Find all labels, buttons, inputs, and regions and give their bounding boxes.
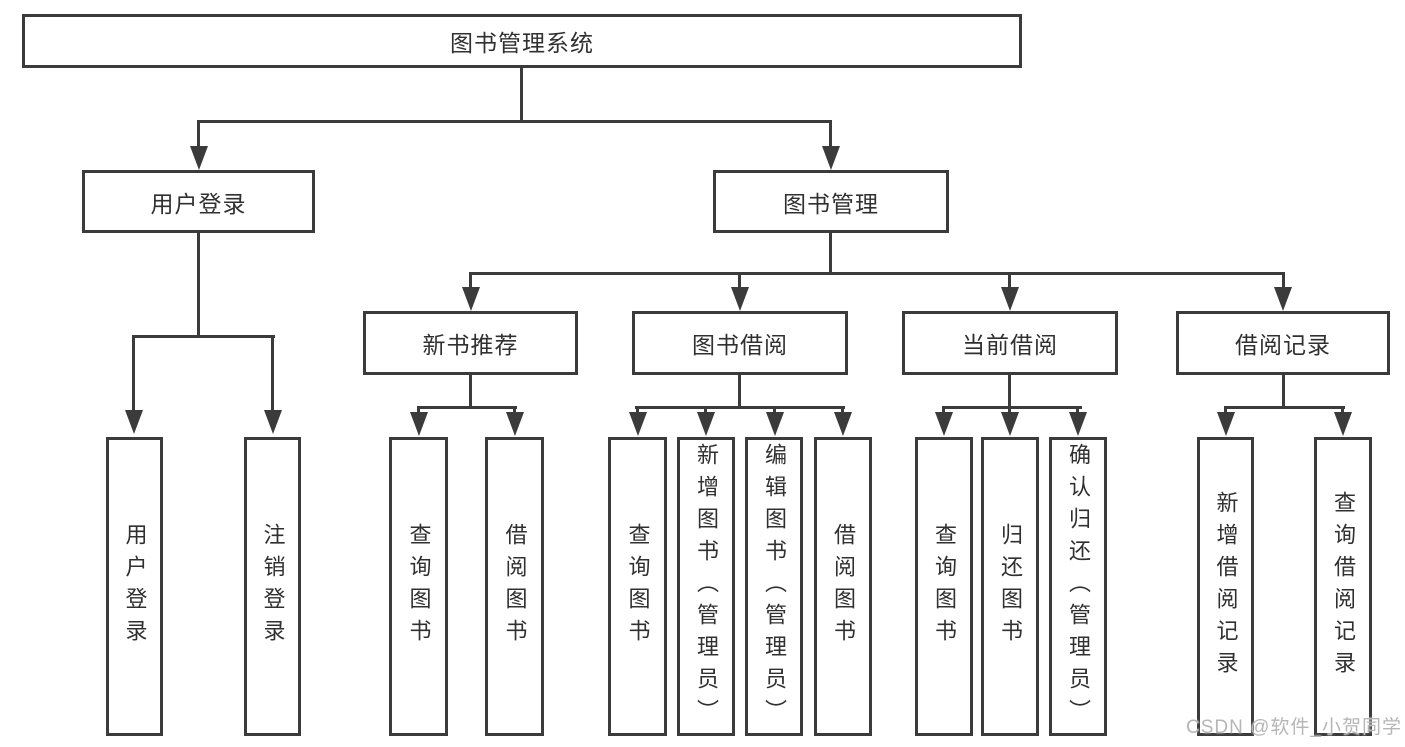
line xyxy=(197,120,832,123)
line xyxy=(520,68,523,123)
leaf-label: 确认归还（管理员） xyxy=(1066,442,1091,731)
leaf-edit-books-admin: 编辑图书（管理员） xyxy=(745,437,803,736)
node-book-management: 图书管理 xyxy=(713,170,949,233)
line xyxy=(942,406,1082,409)
node-library-management-system: 图书管理系统 xyxy=(22,14,1022,68)
node-label: 当前借阅 xyxy=(962,332,1058,358)
arrow-down-icon xyxy=(731,287,749,311)
arrow-down-icon xyxy=(1001,412,1019,436)
node-current-borrow: 当前借阅 xyxy=(902,311,1118,375)
leaf-return-books: 归还图书 xyxy=(981,437,1039,736)
leaf-label: 新增图书（管理员） xyxy=(694,442,719,731)
arrow-down-icon xyxy=(1217,412,1235,436)
line xyxy=(197,120,200,148)
leaf-label: 用户登录 xyxy=(122,522,148,651)
leaf-add-borrow-record: 新增借阅记录 xyxy=(1197,437,1254,736)
node-label: 新书推荐 xyxy=(422,332,519,358)
arrow-down-icon xyxy=(1274,287,1292,311)
leaf-query-books-borrow: 查询图书 xyxy=(608,437,667,736)
line xyxy=(829,233,832,275)
arrow-down-icon xyxy=(264,410,282,434)
line xyxy=(738,272,741,291)
line xyxy=(1341,406,1344,415)
line xyxy=(1008,375,1011,409)
arrow-down-icon xyxy=(462,287,480,311)
line xyxy=(271,335,274,413)
leaf-label: 查询借阅记录 xyxy=(1331,490,1356,683)
line xyxy=(1282,375,1285,409)
node-label: 图书管理系统 xyxy=(450,30,594,56)
line xyxy=(469,375,472,409)
leaf-label: 编辑图书（管理员） xyxy=(762,442,787,731)
leaf-query-borrow-record: 查询借阅记录 xyxy=(1314,437,1372,736)
node-borrow-records: 借阅记录 xyxy=(1176,311,1390,375)
leaf-label: 查询图书 xyxy=(932,522,957,651)
leaf-label: 归还图书 xyxy=(998,522,1023,651)
line xyxy=(417,406,517,409)
leaf-label: 新增借阅记录 xyxy=(1213,490,1239,683)
line xyxy=(1008,272,1011,291)
arrow-down-icon xyxy=(822,146,840,170)
node-label: 借阅记录 xyxy=(1235,332,1331,358)
leaf-label: 借阅图书 xyxy=(831,522,856,651)
line xyxy=(1008,406,1011,415)
line xyxy=(132,335,275,338)
leaf-label: 查询图书 xyxy=(406,522,432,651)
arrow-down-icon xyxy=(766,412,784,436)
leaf-label: 借阅图书 xyxy=(502,522,528,651)
arrow-down-icon xyxy=(410,412,428,436)
csdn-watermark: CSDN @软件_小贺同学 xyxy=(1186,717,1402,738)
leaf-query-books-current: 查询图书 xyxy=(915,437,973,736)
node-label: 图书借阅 xyxy=(692,332,788,358)
arrow-down-icon xyxy=(697,412,715,436)
line xyxy=(1224,406,1227,415)
arrow-down-icon xyxy=(1334,412,1352,436)
line xyxy=(829,120,832,148)
node-user-login: 用户登录 xyxy=(82,170,315,233)
line xyxy=(469,272,472,291)
leaf-label: 查询图书 xyxy=(625,522,651,651)
line xyxy=(1076,406,1079,415)
arrow-down-icon xyxy=(629,412,647,436)
line xyxy=(513,406,516,415)
arrow-down-icon xyxy=(506,412,524,436)
line xyxy=(1224,406,1345,409)
leaf-borrow-books-recommend: 借阅图书 xyxy=(485,437,544,736)
arrow-down-icon xyxy=(190,146,208,170)
leaf-borrow-books: 借阅图书 xyxy=(814,437,872,736)
arrow-down-icon xyxy=(935,412,953,436)
arrow-down-icon xyxy=(125,410,143,434)
line xyxy=(197,233,200,338)
node-label: 用户登录 xyxy=(150,190,247,217)
line xyxy=(469,272,1285,275)
node-label: 图书管理 xyxy=(783,190,879,217)
leaf-user-login: 用户登录 xyxy=(106,437,163,736)
line xyxy=(132,335,135,413)
line xyxy=(636,406,639,415)
arrow-down-icon xyxy=(834,412,852,436)
line xyxy=(704,406,707,415)
line xyxy=(635,406,845,409)
leaf-add-books-admin: 新增图书（管理员） xyxy=(677,437,735,736)
leaf-confirm-return-admin: 确认归还（管理员） xyxy=(1049,437,1107,736)
line xyxy=(738,375,741,409)
arrow-down-icon xyxy=(1069,412,1087,436)
leaf-query-books-recommend: 查询图书 xyxy=(389,437,448,736)
leaf-label: 注销登录 xyxy=(260,522,286,651)
line xyxy=(1282,272,1285,291)
leaf-logout: 注销登录 xyxy=(244,437,301,736)
node-book-borrow: 图书借阅 xyxy=(632,311,848,375)
line xyxy=(942,406,945,415)
line xyxy=(417,406,420,415)
line xyxy=(773,406,776,415)
line xyxy=(841,406,844,415)
arrow-down-icon xyxy=(1001,287,1019,311)
node-new-book-recommend: 新书推荐 xyxy=(363,311,578,375)
